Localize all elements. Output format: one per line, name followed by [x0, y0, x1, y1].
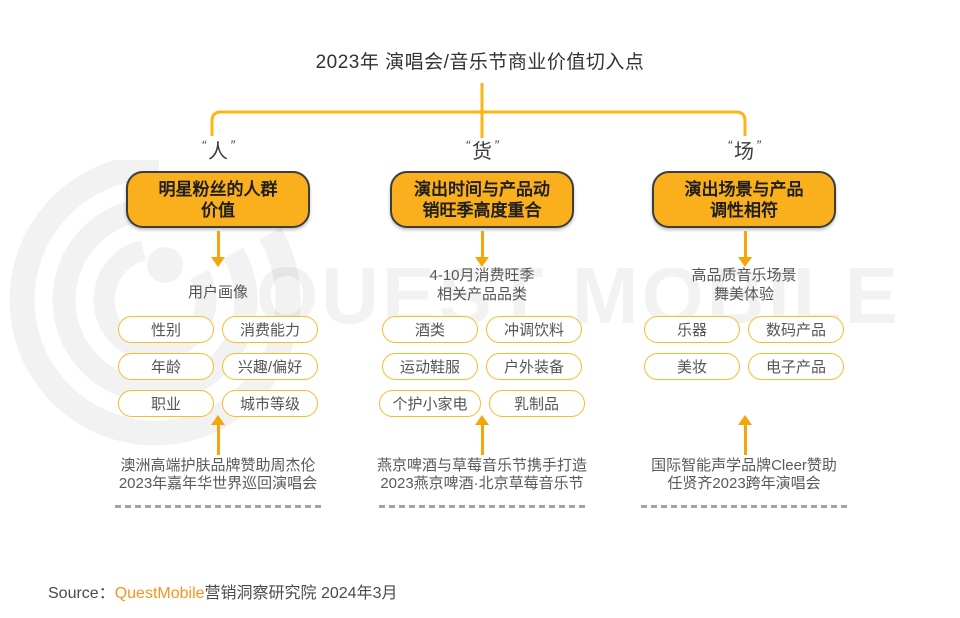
pill-sportswear: 运动鞋服	[382, 353, 478, 380]
branch-tag-venue: “场”	[614, 135, 874, 164]
branch-box-goods: 演出时间与产品动 销旺季高度重合	[390, 171, 574, 228]
arrow-up-icon	[475, 415, 489, 455]
branch-tag-goods-label: 货	[472, 141, 492, 163]
case-study-people-line1: 澳洲高端护肤品牌赞助周杰伦	[120, 457, 316, 474]
case-study-people-line2: 2023年嘉年华世界巡回演唱会	[118, 475, 318, 492]
dashed-divider	[641, 505, 847, 508]
branch-box-people: 明星粉丝的人群 价值	[126, 171, 310, 228]
open-quote: “	[201, 137, 206, 153]
section-header-people: 用户画像	[88, 283, 348, 302]
page-title: 2023年 演唱会/音乐节商业价值切入点	[315, 52, 645, 73]
arrow-down-icon	[738, 231, 752, 267]
section-header-venue-line1: 高品质音乐场景	[691, 267, 797, 284]
connector-tree-lines	[210, 83, 747, 138]
pill-digital-products: 数码产品	[748, 316, 844, 343]
section-header-goods-line2: 相关产品品类	[436, 286, 527, 303]
pill-electronics: 电子产品	[748, 353, 844, 380]
pill-row: 年龄 兴趣/偏好	[88, 353, 348, 380]
pill-row: 美妆 电子产品	[614, 353, 874, 380]
pill-row: 个护小家电 乳制品	[352, 390, 612, 417]
branch-box-venue-line1: 演出场景与产品	[684, 179, 804, 199]
arrow-down-icon	[211, 231, 225, 267]
section-header-venue-line2: 舞美体验	[713, 286, 774, 303]
source-line: Source：QuestMobile营销洞察研究院 2024年3月	[48, 579, 397, 603]
close-quote: ”	[230, 137, 235, 153]
pill-row: 运动鞋服 户外装备	[352, 353, 612, 380]
branch-box-people-line1: 明星粉丝的人群	[158, 179, 278, 199]
pill-row: 乐器 数码产品	[614, 316, 874, 343]
source-suffix: 营销洞察研究院 2024年3月	[204, 585, 398, 602]
source-brand: QuestMobile	[114, 585, 205, 602]
open-quote: “	[465, 137, 470, 153]
close-quote: ”	[494, 137, 499, 153]
case-study-people: 澳洲高端护肤品牌赞助周杰伦 2023年嘉年华世界巡回演唱会	[88, 457, 348, 493]
source-label: Source：	[48, 585, 115, 602]
arrow-down-icon	[475, 231, 489, 267]
dashed-divider	[379, 505, 585, 508]
pill-row: 性别 消费能力	[88, 316, 348, 343]
pill-row: 职业 城市等级	[88, 390, 348, 417]
section-header-goods-line1: 4-10月消费旺季	[429, 267, 535, 284]
case-study-venue-line2: 任贤齐2023跨年演唱会	[667, 475, 821, 492]
arrow-up-icon	[211, 415, 225, 455]
open-quote: “	[727, 137, 732, 153]
section-header-venue: 高品质音乐场景 舞美体验	[614, 266, 874, 304]
section-header-people-line1: 用户画像	[187, 284, 248, 301]
pill-personal-care-appliances: 个护小家电	[379, 390, 481, 417]
pill-instant-drinks: 冲调饮料	[486, 316, 582, 343]
pill-beauty: 美妆	[644, 353, 740, 380]
branch-box-people-line2: 价值	[201, 200, 235, 220]
branch-tag-goods: “货”	[352, 135, 612, 164]
dashed-divider	[115, 505, 321, 508]
pill-interest-preference: 兴趣/偏好	[222, 353, 318, 380]
pill-outdoor-gear: 户外装备	[486, 353, 582, 380]
section-header-goods: 4-10月消费旺季 相关产品品类	[352, 266, 612, 304]
arrow-up-icon	[738, 415, 752, 455]
case-study-goods-line2: 2023燕京啤酒·北京草莓音乐节	[380, 475, 584, 492]
branch-box-venue: 演出场景与产品 调性相符	[652, 171, 836, 228]
case-study-goods-line1: 燕京啤酒与草莓音乐节携手打造	[376, 457, 587, 474]
pill-gender: 性别	[118, 316, 214, 343]
case-study-goods: 燕京啤酒与草莓音乐节携手打造 2023燕京啤酒·北京草莓音乐节	[352, 457, 612, 493]
branch-tag-venue-label: 场	[734, 141, 754, 163]
case-study-venue-line1: 国际智能声学品牌Cleer赞助	[651, 457, 837, 474]
pill-alcohol: 酒类	[382, 316, 478, 343]
pill-row: 酒类 冲调饮料	[352, 316, 612, 343]
pill-occupation: 职业	[118, 390, 214, 417]
branch-box-goods-line2: 销旺季高度重合	[422, 200, 542, 220]
close-quote: ”	[756, 137, 761, 153]
case-study-venue: 国际智能声学品牌Cleer赞助 任贤齐2023跨年演唱会	[614, 457, 874, 493]
pill-dairy: 乳制品	[488, 390, 585, 417]
branch-tag-people-label: 人	[208, 141, 228, 163]
pill-instruments: 乐器	[644, 316, 740, 343]
branch-box-venue-line2: 调性相符	[710, 200, 778, 220]
pill-spending-power: 消费能力	[222, 316, 318, 343]
branch-box-goods-line1: 演出时间与产品动	[414, 179, 550, 199]
pill-city-tier: 城市等级	[222, 390, 318, 417]
pill-age: 年龄	[118, 353, 214, 380]
branch-tag-people: “人”	[88, 135, 348, 164]
